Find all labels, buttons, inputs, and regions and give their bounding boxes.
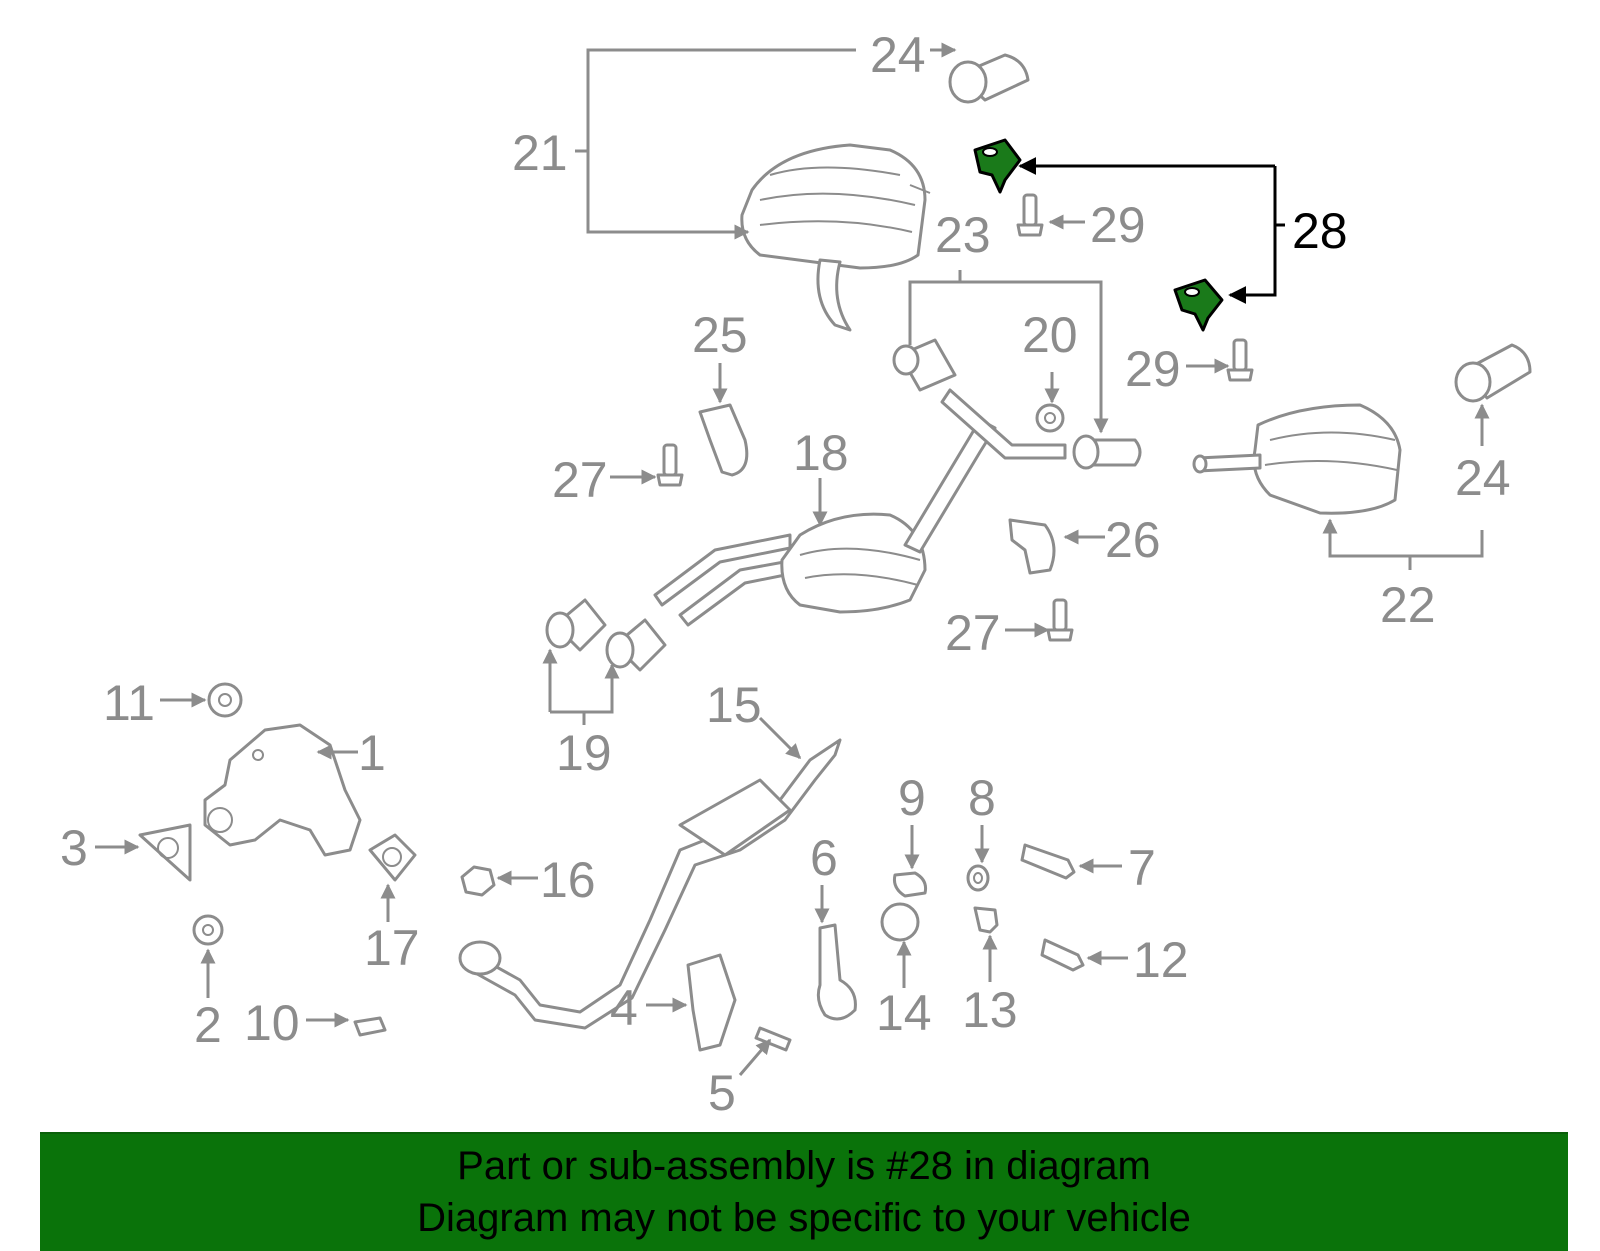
part-28-hanger-upper xyxy=(973,138,1022,194)
part-29-bolt-lower xyxy=(1226,338,1254,382)
part-2-nut xyxy=(192,914,224,946)
callout-20: 20 xyxy=(1022,307,1078,363)
banner-disclaimer: Diagram may not be specific to your vehi… xyxy=(417,1196,1191,1240)
part-3-gasket xyxy=(138,823,192,882)
callout-7: 7 xyxy=(1128,840,1156,896)
callout-5: 5 xyxy=(708,1065,736,1121)
part-10-bolt xyxy=(353,1016,387,1037)
part-24-tip-lower xyxy=(1454,343,1532,403)
callout-numbers: 21 24 28 29 23 25 20 29 27 18 24 26 22 2… xyxy=(60,27,1511,1121)
info-banner: Part or sub-assembly is #28 in diagram D… xyxy=(40,1132,1568,1251)
callout-19: 19 xyxy=(556,725,612,781)
callout-3: 3 xyxy=(60,820,88,876)
callout-17: 17 xyxy=(364,920,420,976)
callout-1: 1 xyxy=(358,725,386,781)
part-25-bracket xyxy=(698,403,749,477)
exhaust-parts-diagram: 21 24 28 29 23 25 20 29 27 18 24 26 22 2… xyxy=(60,27,1532,1121)
part-17-gasket xyxy=(368,833,417,882)
part-9-rubber xyxy=(893,871,927,898)
part-23-clamp-left xyxy=(892,338,957,392)
part-15-front-pipe xyxy=(458,738,842,1030)
callout-15: 15 xyxy=(706,677,762,733)
part-13-bolt xyxy=(973,906,999,934)
callout-4: 4 xyxy=(610,980,638,1036)
callout-23: 23 xyxy=(935,207,991,263)
leader-lines xyxy=(95,42,1490,1076)
callout-11: 11 xyxy=(103,675,155,731)
callout-18: 18 xyxy=(793,425,849,481)
callout-9: 9 xyxy=(898,770,926,826)
callout-24-lower: 24 xyxy=(1455,450,1511,506)
callout-22: 22 xyxy=(1380,577,1436,633)
part-18-pipe-assembly xyxy=(653,388,1067,627)
part-19-clamps xyxy=(545,598,667,672)
part-16-nut xyxy=(460,865,496,897)
callout-12: 12 xyxy=(1133,932,1189,988)
part-4-bracket xyxy=(686,953,737,1052)
callout-26: 26 xyxy=(1105,512,1161,568)
part-11-nut xyxy=(207,682,243,718)
callout-27-upper: 27 xyxy=(552,452,608,508)
part-29-bolt-upper xyxy=(1016,193,1044,237)
part-12-bolt xyxy=(1040,938,1085,972)
callout-2: 2 xyxy=(194,997,222,1053)
part-8-washer xyxy=(966,864,990,892)
part-27-bolt-lower xyxy=(1046,598,1074,642)
callout-24-upper: 24 xyxy=(870,27,926,83)
part-27-bolt-upper xyxy=(656,443,684,487)
callout-28: 28 xyxy=(1292,203,1348,259)
callout-25: 25 xyxy=(692,307,748,363)
part-24-tip-upper xyxy=(948,53,1030,104)
callout-27-lower: 27 xyxy=(945,605,1001,661)
callout-6: 6 xyxy=(810,830,838,886)
callout-21: 21 xyxy=(512,125,568,181)
part-14-bushing xyxy=(880,902,920,942)
part-26-bracket xyxy=(1008,518,1056,575)
callout-8: 8 xyxy=(968,770,996,826)
callout-10: 10 xyxy=(244,995,300,1051)
part-5-bolt xyxy=(754,1026,792,1052)
callout-13: 13 xyxy=(962,982,1018,1038)
callout-14: 14 xyxy=(876,985,932,1041)
callout-29-upper: 29 xyxy=(1090,197,1146,253)
part-1-catalytic-converter xyxy=(203,723,362,857)
part-22-rear-muffler-right xyxy=(1192,403,1402,515)
part-21-rear-muffler xyxy=(740,143,931,332)
part-23-clamp-right xyxy=(1072,434,1142,470)
part-6-hanger xyxy=(816,923,857,1021)
callout-29-lower: 29 xyxy=(1125,341,1181,397)
part-7-bolt xyxy=(1020,843,1076,880)
callout-16: 16 xyxy=(540,852,596,908)
banner-part-info: Part or sub-assembly is #28 in diagram xyxy=(457,1144,1151,1188)
part-28-hanger-lower xyxy=(1173,278,1224,332)
part-20-nut xyxy=(1035,403,1065,433)
